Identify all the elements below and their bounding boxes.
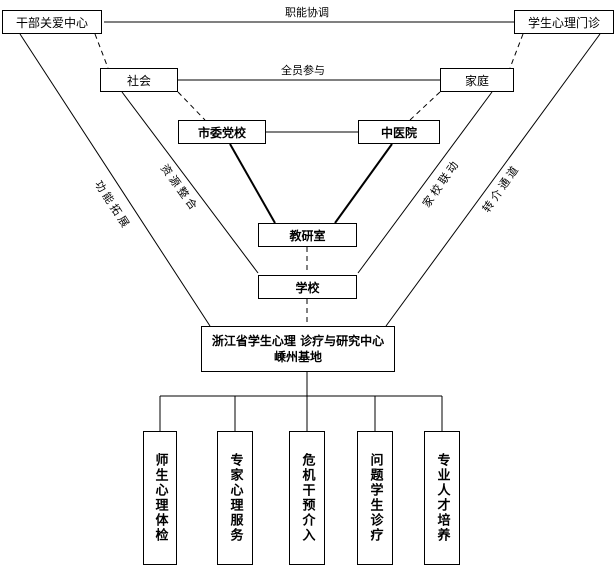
family-node: 家庭 bbox=[440, 68, 514, 92]
base-line-2: 嵊州基地 bbox=[273, 350, 322, 364]
society-node: 社会 bbox=[100, 68, 178, 92]
service-box: 专家心理服务 bbox=[217, 431, 253, 565]
participation-label: 全员参与 bbox=[281, 64, 325, 77]
service-box: 危机干预介入 bbox=[289, 431, 325, 565]
cadre-care-center-node: 干部关爱中心 bbox=[2, 10, 102, 34]
school-node: 学校 bbox=[258, 275, 357, 299]
student-clinic-node: 学生心理门诊 bbox=[514, 10, 614, 34]
service-box: 专业人才培养 bbox=[424, 431, 460, 565]
coordination-label: 职能协调 bbox=[285, 6, 329, 19]
teaching-office-node: 教研室 bbox=[258, 223, 357, 247]
tcm-hospital-node: 中医院 bbox=[358, 120, 440, 144]
party-school-node: 市委党校 bbox=[178, 120, 266, 144]
service-box: 师生心理体检 bbox=[143, 431, 177, 565]
base-line-1: 浙江省学生心理 诊疗与研究中心 bbox=[211, 334, 385, 348]
service-box: 问题学生诊疗 bbox=[357, 431, 393, 565]
research-center-base-node: 浙江省学生心理 诊疗与研究中心 嵊州基地 bbox=[201, 326, 395, 372]
